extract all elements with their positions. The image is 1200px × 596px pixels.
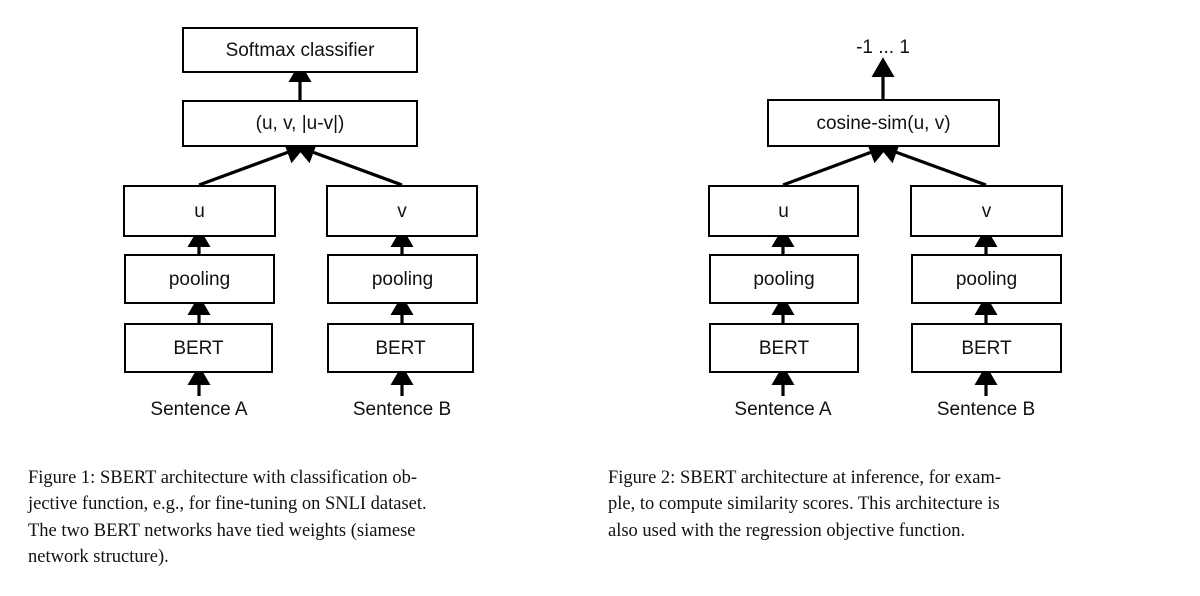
concatenation-box[interactable]: (u, v, |u-v|) — [182, 100, 418, 147]
figure-1-caption: Figure 1: SBERT architecture with classi… — [28, 465, 590, 570]
similarity-score-range-label: -1 ... 1 — [856, 37, 910, 58]
sentence-a-label: Sentence A — [150, 399, 248, 420]
sentence-embedding-u-box[interactable]: u — [123, 185, 276, 237]
bert-right-box[interactable]: BERT — [911, 323, 1062, 373]
caption-line: jective function, e.g., for fine-tuning … — [28, 494, 427, 515]
pooling-left-box[interactable]: pooling — [709, 254, 859, 304]
sentence-embedding-v-box[interactable]: v — [910, 185, 1063, 237]
caption-line: Figure 1: SBERT architecture with classi… — [28, 468, 418, 488]
figure-1-diagram: Softmax classifier (u, v, |u-v|) u v poo… — [0, 0, 600, 460]
caption-line: Figure 2: SBERT architecture at inferenc… — [608, 468, 1002, 488]
sentence-embedding-u-box[interactable]: u — [708, 185, 859, 237]
sentence-b-label: Sentence B — [352, 399, 452, 420]
caption-line: network structure). — [28, 546, 169, 567]
caption-line: also used with the regression objective … — [608, 520, 966, 541]
figure-2-diagram: -1 ... 1 cosine-sim(u, v) u v pooling po… — [600, 0, 1200, 460]
caption-line: The two BERT networks have tied weights … — [28, 520, 416, 541]
bert-left-box[interactable]: BERT — [709, 323, 859, 373]
cosine-similarity-box[interactable]: cosine-sim(u, v) — [767, 99, 1000, 147]
sentence-a-label: Sentence A — [734, 399, 832, 420]
sentence-embedding-v-box[interactable]: v — [326, 185, 478, 237]
pooling-right-box[interactable]: pooling — [911, 254, 1062, 304]
bert-right-box[interactable]: BERT — [327, 323, 474, 373]
figure-2-edges — [771, 57, 998, 396]
softmax-classifier-box[interactable]: Softmax classifier — [182, 27, 418, 73]
figure-2-caption: Figure 2: SBERT architecture at inferenc… — [608, 465, 1168, 544]
pooling-right-box[interactable]: pooling — [327, 254, 478, 304]
sentence-b-label: Sentence B — [936, 399, 1036, 420]
bert-left-box[interactable]: BERT — [124, 323, 273, 373]
pooling-left-box[interactable]: pooling — [124, 254, 275, 304]
caption-line: ple, to compute similarity scores. This … — [608, 494, 1000, 515]
